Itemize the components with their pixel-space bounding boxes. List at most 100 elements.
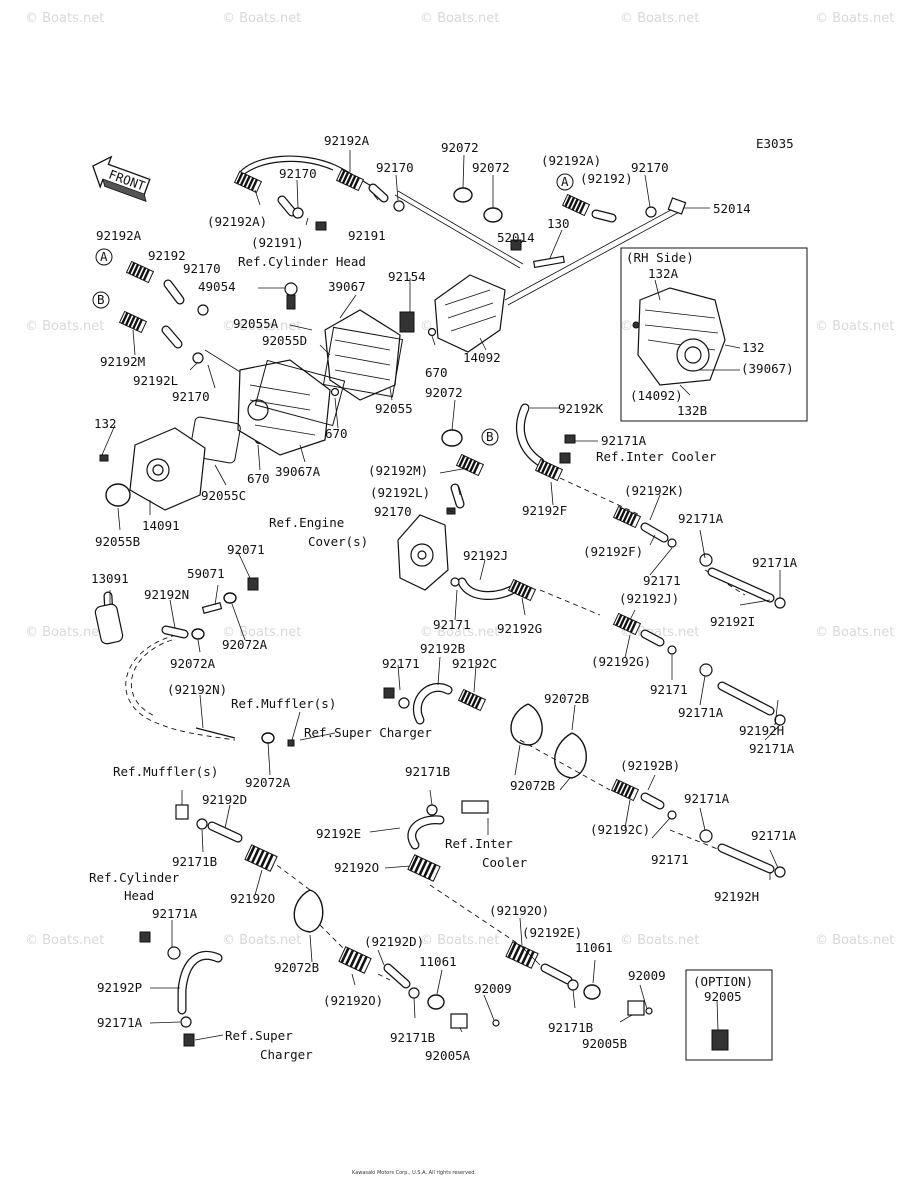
part-label: (92192O) bbox=[323, 993, 383, 1008]
part-label: Ref.Engine bbox=[269, 515, 344, 530]
part-label: 92170 bbox=[172, 389, 210, 404]
watermark: © Boats.net bbox=[815, 933, 894, 948]
part-label: 92055C bbox=[201, 488, 246, 503]
part-label: Ref.Super Charger bbox=[304, 725, 432, 740]
part-label: (92192J) bbox=[619, 591, 679, 606]
watermark: © Boats.net bbox=[25, 933, 104, 948]
part-label: 92055 bbox=[375, 401, 413, 416]
part-label: 92192I bbox=[710, 614, 755, 629]
svg-text:B: B bbox=[97, 292, 105, 307]
reference-markers: A A B B bbox=[92, 173, 574, 446]
part-label: 92170 bbox=[376, 160, 414, 175]
part-label: 92170 bbox=[631, 160, 669, 175]
svg-text:A: A bbox=[561, 174, 569, 189]
part-label: 132A bbox=[648, 266, 679, 281]
part-label: (92192D) bbox=[364, 934, 424, 949]
diagram-code: E3035 bbox=[756, 136, 794, 151]
part-label: 11061 bbox=[575, 940, 613, 955]
part-label: 92071 bbox=[227, 542, 265, 557]
part-label: (92192M) bbox=[368, 463, 428, 478]
part-label: 92005A bbox=[425, 1048, 471, 1063]
watermark: © Boats.net bbox=[620, 933, 699, 948]
part-label: 39067A bbox=[275, 464, 321, 479]
part-label: 92192B bbox=[420, 641, 465, 656]
part-label: 92171 bbox=[382, 656, 420, 671]
part-label: Charger bbox=[260, 1047, 313, 1062]
part-label: (92192A) bbox=[541, 153, 601, 168]
part-label: 92171A bbox=[97, 1015, 143, 1030]
hose-lines bbox=[125, 155, 746, 981]
watermark: © Boats.net bbox=[222, 11, 301, 26]
part-label: 92005B bbox=[582, 1036, 627, 1051]
part-label: 92171A bbox=[751, 828, 797, 843]
part-label: 92171A bbox=[749, 741, 795, 756]
part-label: 92192H bbox=[739, 723, 784, 738]
part-label: Ref.Super bbox=[225, 1028, 293, 1043]
part-label: (92192N) bbox=[167, 682, 227, 697]
part-label: 92192E bbox=[316, 826, 361, 841]
watermark: © Boats.net bbox=[620, 625, 699, 640]
part-label: 92072A bbox=[245, 775, 291, 790]
valve-covers bbox=[129, 274, 506, 591]
part-label: 92171B bbox=[405, 764, 450, 779]
part-label: 92171B bbox=[390, 1030, 435, 1045]
part-label: 92170 bbox=[183, 261, 221, 276]
part-label: 132 bbox=[94, 416, 117, 431]
part-labels: 92192A 92072 92170 92072 (92192A) 92170 … bbox=[89, 133, 798, 1063]
part-label: (39067) bbox=[741, 361, 794, 376]
watermark: © Boats.net bbox=[25, 11, 104, 26]
part-label: 49054 bbox=[198, 279, 236, 294]
part-label: (92191) bbox=[251, 235, 304, 250]
part-label: 52014 bbox=[713, 201, 751, 216]
watermark: © Boats.net bbox=[25, 625, 104, 640]
part-label: 92072 bbox=[472, 160, 510, 175]
leader-lines bbox=[101, 150, 781, 1041]
part-label: 92171A bbox=[752, 555, 798, 570]
part-label: 92009 bbox=[628, 968, 666, 983]
part-label: 92171B bbox=[548, 1020, 593, 1035]
part-label: 92171 bbox=[651, 852, 689, 867]
part-label: 92171A bbox=[601, 433, 647, 448]
part-label: 92171 bbox=[643, 573, 681, 588]
part-label: (14092) bbox=[630, 388, 683, 403]
part-label: 52014 bbox=[497, 230, 535, 245]
part-label: 11061 bbox=[419, 954, 457, 969]
spring-clamps bbox=[118, 168, 642, 974]
watermark: © Boats.net bbox=[420, 933, 499, 948]
part-label: (OPTION) bbox=[693, 974, 753, 989]
watermark: © Boats.net bbox=[815, 11, 894, 26]
watermark: © Boats.net bbox=[620, 11, 699, 26]
part-label: Head bbox=[124, 888, 154, 903]
watermark: © Boats.net bbox=[420, 11, 499, 26]
part-label: 92154 bbox=[388, 269, 426, 284]
option-box bbox=[685, 969, 773, 1061]
part-label: Ref.Muffler(s) bbox=[231, 696, 336, 711]
part-label: 92072 bbox=[425, 385, 463, 400]
part-label: Ref.Muffler(s) bbox=[113, 764, 218, 779]
part-label: 92192O bbox=[230, 891, 275, 906]
watermark: © Boats.net bbox=[815, 625, 894, 640]
part-label: 92192M bbox=[100, 354, 145, 369]
part-label: 92192N bbox=[144, 587, 189, 602]
part-label: 92072A bbox=[170, 656, 216, 671]
part-label: 130 bbox=[547, 216, 570, 231]
part-label: 92170 bbox=[374, 504, 412, 519]
part-label: 92171A bbox=[678, 511, 724, 526]
watermark: © Boats.net bbox=[815, 319, 894, 334]
part-label: 92192A bbox=[324, 133, 370, 148]
part-label: 92009 bbox=[474, 981, 512, 996]
part-label: Ref.Inter Cooler bbox=[596, 449, 717, 464]
part-label: 92192K bbox=[558, 401, 604, 416]
part-label: 92055B bbox=[95, 534, 140, 549]
front-arrow-icon: FRONT bbox=[92, 155, 151, 203]
part-label: 92192 bbox=[148, 248, 186, 263]
part-label: 92192F bbox=[522, 503, 567, 518]
part-label: Ref.Cylinder Head bbox=[238, 254, 366, 269]
part-label: (92192O) bbox=[489, 903, 549, 918]
copyright-text: Kawasaki Motors Corp., U.S.A. All rights… bbox=[352, 1170, 476, 1176]
part-label: Ref.Inter bbox=[445, 836, 513, 851]
watermark: © Boats.net bbox=[25, 319, 104, 334]
part-label: (92192A) bbox=[207, 214, 267, 229]
part-label: 92192G bbox=[497, 621, 542, 636]
